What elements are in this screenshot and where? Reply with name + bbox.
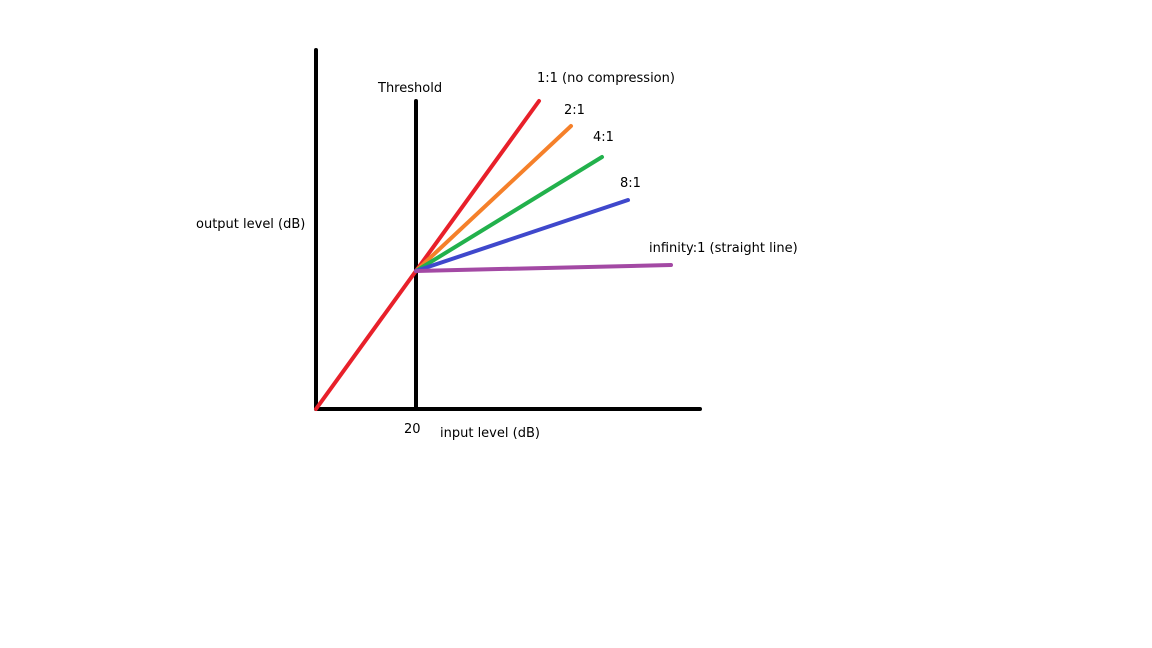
ratio-curve-2-1: [414, 124, 573, 273]
ratio-label-infinity-1: infinity:1 (straight line): [649, 241, 798, 256]
ratio-curve-8-1: [414, 198, 630, 273]
ratio-label-1-1: 1:1 (no compression): [537, 71, 675, 86]
ratio-curve-infinity-1: [414, 263, 673, 273]
output-axis-label: output level (dB): [196, 217, 306, 232]
ratio-label-2-1: 2:1: [564, 103, 585, 118]
input-axis-label: input level (dB): [440, 426, 540, 441]
threshold-label: Threshold: [378, 81, 443, 96]
ratio-label-8-1: 8:1: [620, 176, 641, 191]
threshold-value-label: 20: [404, 422, 421, 437]
ratio-curve-4-1: [414, 155, 604, 273]
ratio-curve-1-1: [314, 99, 541, 411]
ratio-label-4-1: 4:1: [593, 130, 614, 145]
